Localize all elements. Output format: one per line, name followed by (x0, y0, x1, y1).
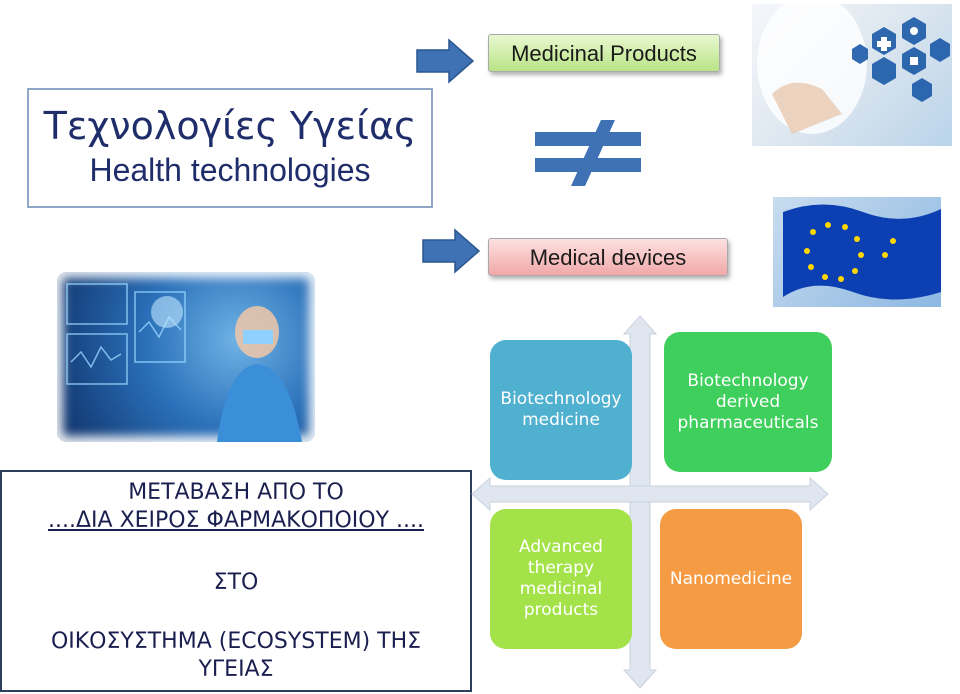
medical-devices-box: Medical devices (488, 238, 728, 276)
biotechnology-derived-pharmaceuticals-tile: Biotechnology derived pharmaceuticals (664, 332, 832, 472)
doctor-digital-icons-image (752, 4, 952, 146)
title-greek: Τεχνολογίες Υγείας (43, 104, 417, 148)
medicinal-products-box: Medicinal Products (488, 34, 720, 72)
title-english: Health technologies (89, 152, 371, 188)
quadrant-axes (471, 315, 829, 689)
advanced-therapy-medicinal-products-tile: Advanced therapy medicinal products (490, 509, 632, 649)
title-box: Τεχνολογίες Υγείας Health technologies (27, 88, 433, 208)
nanomedicine-tile: Nanomedicine (660, 509, 802, 649)
transition-line-2: ....ΔΙΑ ΧΕΙΡΟΣ ΦΑΡΜΑΚΟΠΟΙΟΥ .... (48, 508, 424, 533)
transition-line-3: ΣΤΟ (213, 570, 259, 595)
eu-flag-image (773, 197, 941, 307)
biotechnology-medicine-tile: Biotechnology medicine (490, 340, 632, 480)
not-equal-icon (535, 120, 641, 186)
right-arrow-icon (416, 38, 475, 84)
ecosystem-transition-box: ΜΕΤΑΒΑΣΗ ΑΠΟ ΤΟ ....ΔΙΑ ΧΕΙΡΟΣ ΦΑΡΜΑΚΟΠΟ… (0, 470, 472, 692)
transition-line-4: ΟΙΚΟΣΥΣΤΗΜΑ (ECOSYSTEM) ΤΗΣ ΥΓΕΙΑΣ (50, 629, 422, 682)
medical-technology-image (57, 272, 315, 442)
transition-line-1: ΜΕΤΑΒΑΣΗ ΑΠΟ ΤΟ (128, 480, 344, 505)
right-arrow-icon (422, 228, 481, 274)
